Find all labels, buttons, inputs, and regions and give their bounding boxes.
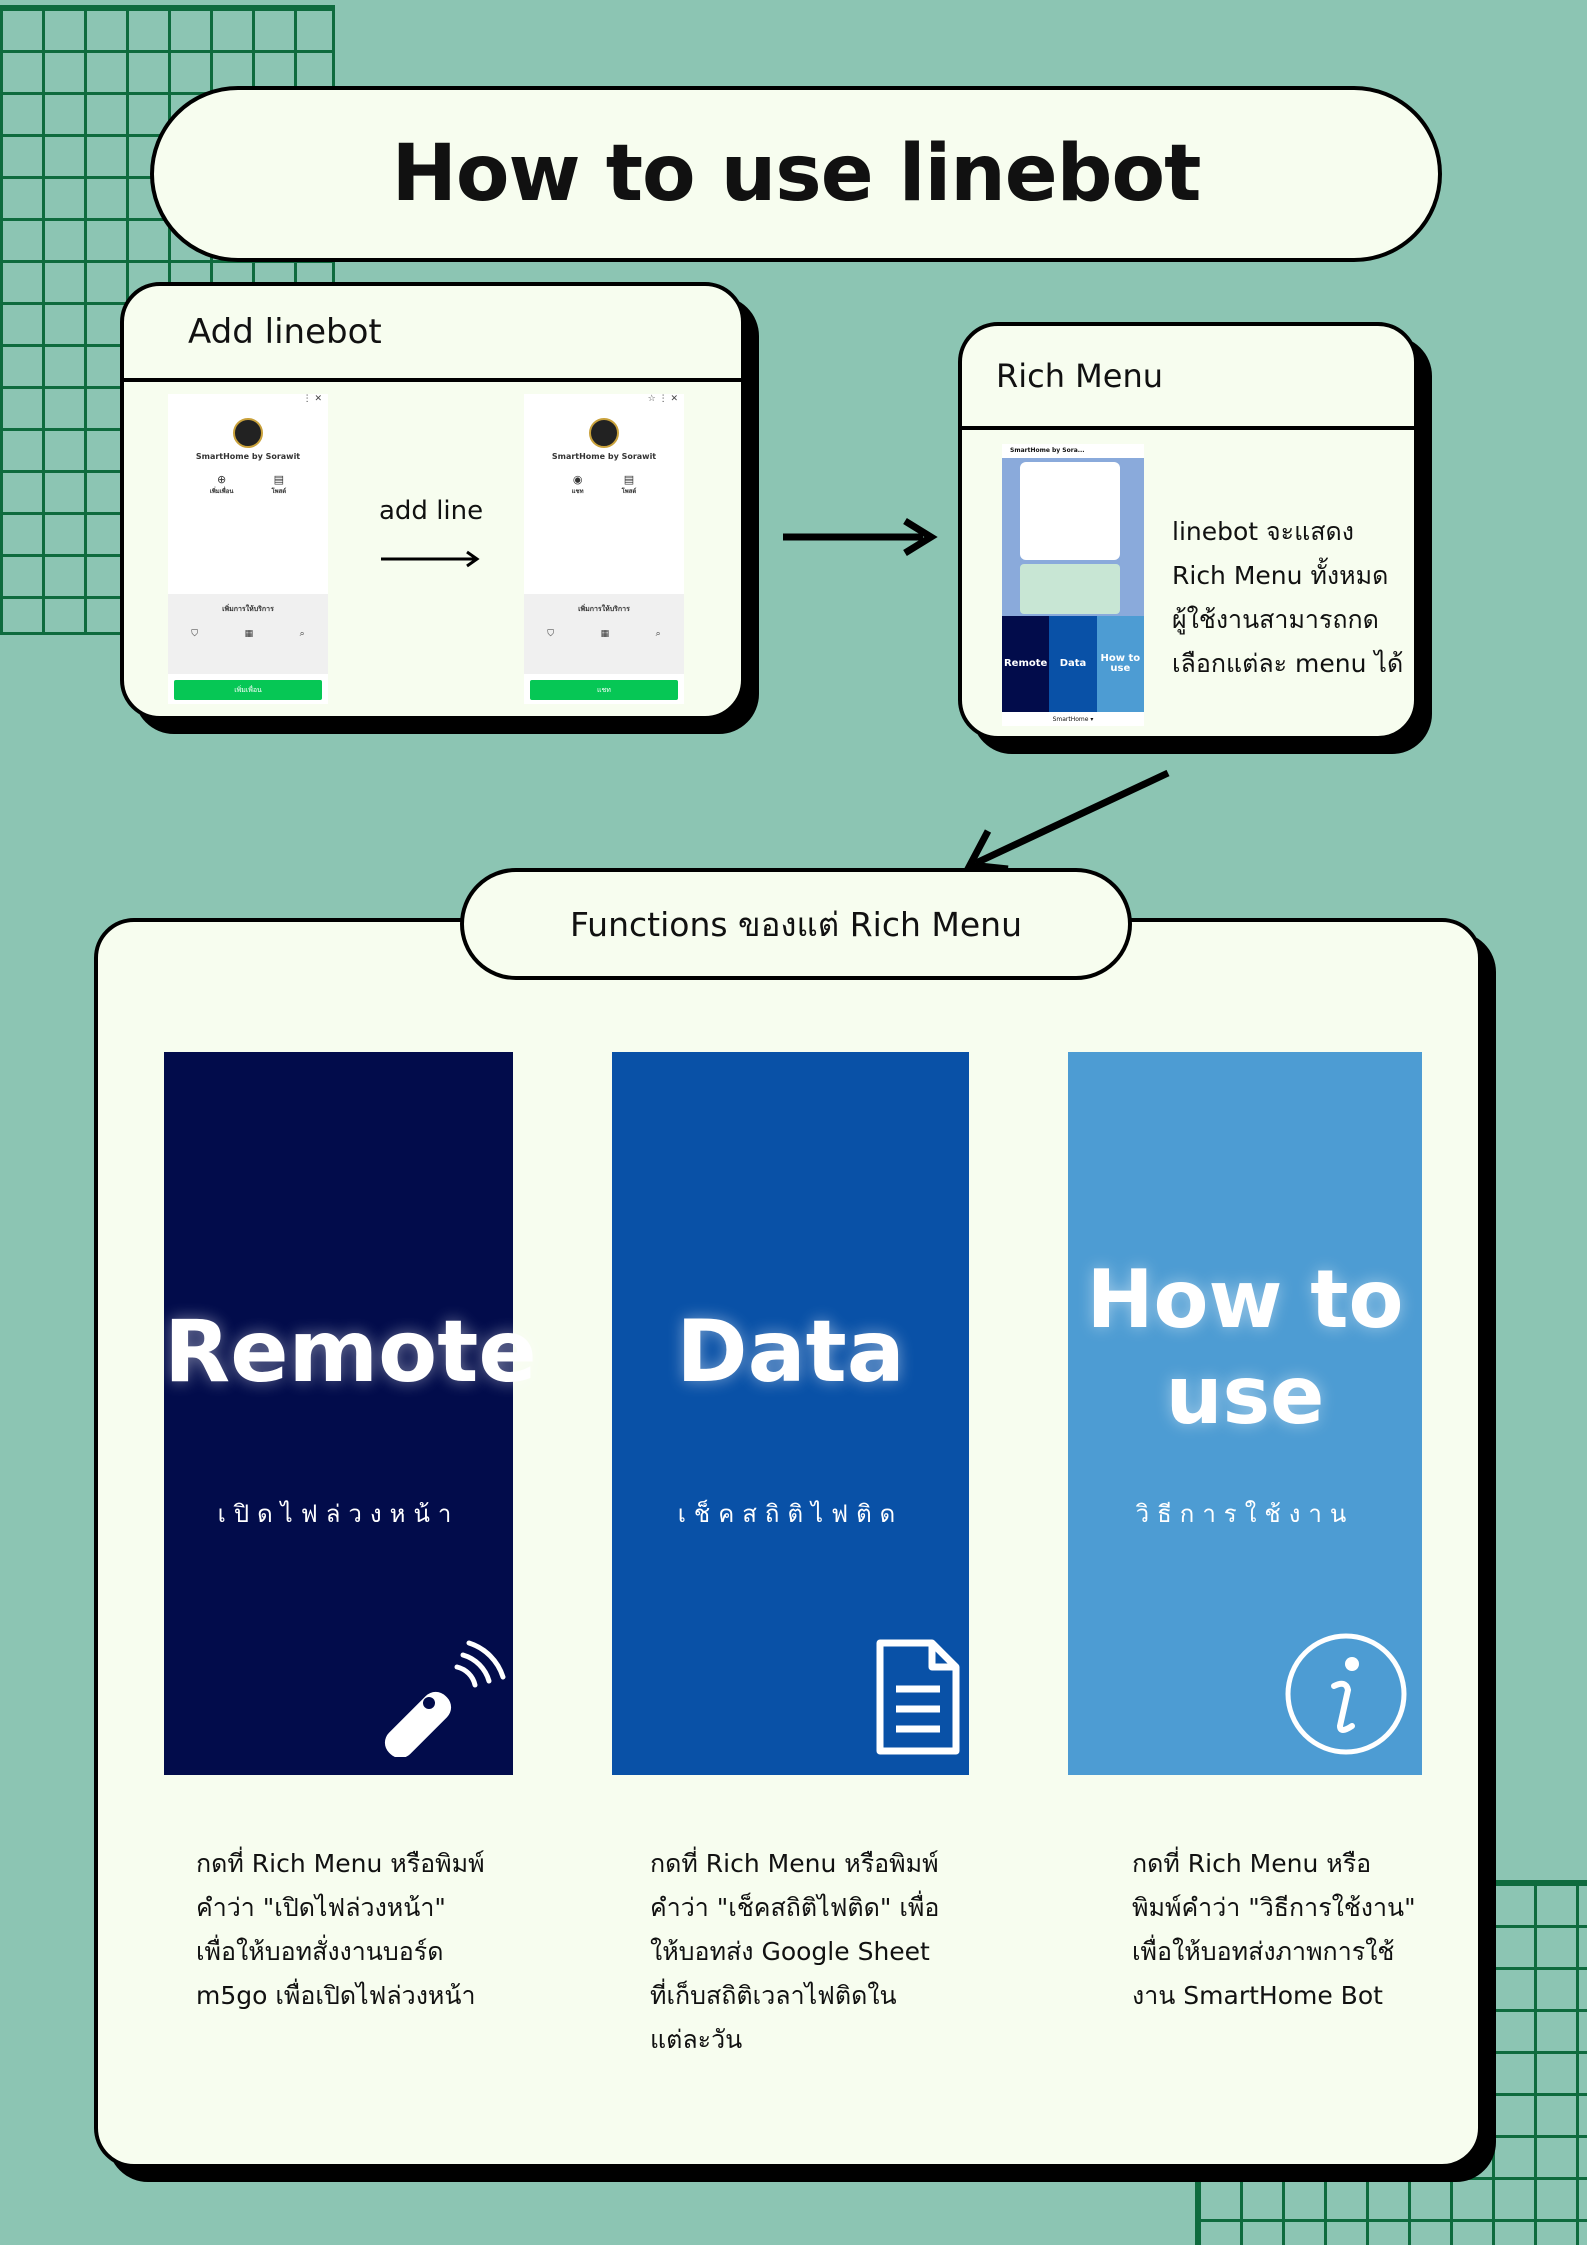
arrow-down-left-icon	[964, 769, 1170, 873]
howto-description: กดที่ Rich Menu หรือ พิมพ์คำว่า "วิธีการ…	[1132, 1842, 1432, 2018]
title-banner: How to use linebot	[150, 86, 1442, 262]
functions-label: Functions ของแต่ Rich Menu	[460, 868, 1132, 980]
remote-description: กดที่ Rich Menu หรือพิมพ์ คำว่า "เปิดไฟล…	[196, 1842, 536, 2018]
desc-line: กดที่ Rich Menu หรือพิมพ์	[196, 1849, 485, 1878]
chat-bubble	[1020, 462, 1120, 560]
rich-menu-tiles: Remote Data How to use	[1002, 616, 1144, 712]
services-icons: ⛉ ▦ ⌕	[168, 629, 328, 639]
rich-menu-panel: Rich Menu SmartHome by Sora... Remote Da…	[958, 322, 1418, 740]
arrow-right-icon	[381, 550, 480, 568]
rich-menu-header: Rich Menu	[962, 326, 1414, 430]
post-action[interactable]: ▤โพสต์	[271, 473, 287, 495]
howto-card-title: How to use	[1068, 1252, 1422, 1444]
howto-card: How to use วิธีการใช้งาน	[1068, 1052, 1422, 1775]
shield-icon: ⛉	[547, 629, 555, 639]
page-title: How to use linebot	[391, 129, 1202, 219]
chat-button[interactable]: แชท	[530, 680, 678, 700]
desc-line: คำว่า "เช็คสถิติไฟติด" เพื่อ	[650, 1893, 940, 1922]
desc-line: พิมพ์คำว่า "วิธีการใช้งาน"	[1132, 1893, 1416, 1922]
remote-card: Remote เปิดไฟล่วงหน้า	[164, 1052, 537, 1775]
post-icon: ▤	[273, 473, 285, 486]
data-card-title: Data	[676, 1302, 905, 1402]
desc-line: แต่ละวัน	[650, 2025, 743, 2054]
shield-icon: ⛉	[191, 629, 199, 639]
desc-line: งาน SmartHome Bot	[1132, 1981, 1383, 2010]
rich-desc-line: เลือกแต่ละ menu ได้	[1172, 649, 1404, 678]
remote-card-subtitle: เปิดไฟล่วงหน้า	[217, 1500, 460, 1528]
info-icon	[1285, 1633, 1407, 1755]
chat-area	[1002, 458, 1144, 616]
data-card-subtitle: เช็คสถิติไฟติด	[677, 1500, 904, 1528]
rich-menu-footer[interactable]: SmartHome ▾	[1052, 716, 1094, 723]
calendar-icon: ▦	[244, 629, 254, 639]
rich-desc-line: linebot จะแสดง	[1172, 517, 1354, 546]
add-linebot-header: Add linebot	[124, 286, 741, 382]
data-card: Data เช็คสถิติไฟติด	[612, 1052, 969, 1775]
services-title: เพิ่มการให้บริการ	[578, 605, 630, 613]
rich-tile-howto[interactable]: How to use	[1096, 616, 1144, 712]
avatar	[589, 418, 619, 448]
rich-tile-remote[interactable]: Remote	[1002, 616, 1050, 712]
profile-actions: ◉แชท ▤โพสต์	[524, 473, 684, 496]
rich-desc-line: Rich Menu ทั้งหมด	[1172, 561, 1389, 590]
desc-line: กดที่ Rich Menu หรือพิมพ์	[650, 1849, 939, 1878]
add-friend-action[interactable]: ⊕เพิ่มเพื่อน	[209, 473, 234, 495]
document-icon	[876, 1639, 960, 1755]
chat-icon: ◉	[572, 473, 583, 486]
add-line-label: add line	[379, 496, 484, 526]
close-icon: ⋮ ✕	[302, 394, 322, 404]
remote-icon	[384, 1640, 506, 1757]
services-title: เพิ่มการให้บริการ	[222, 605, 274, 613]
search-icon: ⌕	[299, 629, 305, 639]
profile-name: SmartHome by Sorawit	[195, 452, 301, 461]
chat-image	[1020, 564, 1120, 614]
post-action[interactable]: ▤โพสต์	[621, 473, 637, 495]
data-description: กดที่ Rich Menu หรือพิมพ์ คำว่า "เช็คสถิ…	[650, 1842, 980, 2062]
profile-name: SmartHome by Sorawit	[551, 452, 657, 461]
remote-card-title: Remote	[164, 1302, 537, 1402]
desc-line: ให้บอทส่ง Google Sheet	[650, 1937, 930, 1966]
rich-menu-phone-screenshot: SmartHome by Sora... Remote Data How to …	[1002, 444, 1144, 726]
post-icon: ▤	[623, 473, 635, 486]
rich-tile-data[interactable]: Data	[1049, 616, 1097, 712]
phone-screenshot-after: ☆ ⋮ ✕ SmartHome by Sorawit ◉แชท ▤โพสต์ เ…	[524, 394, 684, 704]
desc-line: m5go เพื่อเปิดไฟล่วงหน้า	[196, 1981, 476, 2010]
desc-line: กดที่ Rich Menu หรือ	[1132, 1849, 1372, 1878]
phone-screenshot-before: ⋮ ✕ SmartHome by Sorawit ⊕เพิ่มเพื่อน ▤โ…	[168, 394, 328, 704]
rich-menu-description: linebot จะแสดง Rich Menu ทั้งหมด ผู้ใช้ง…	[1172, 510, 1412, 686]
close-icon: ☆ ⋮ ✕	[647, 394, 678, 404]
chat-title: SmartHome by Sora...	[1010, 447, 1085, 454]
add-friend-icon: ⊕	[217, 473, 227, 486]
howto-title-line: use	[1165, 1349, 1325, 1442]
services-panel: เพิ่มการให้บริการ ⛉ ▦ ⌕	[524, 594, 684, 674]
desc-line: คำว่า "เปิดไฟล่วงหน้า"	[196, 1893, 446, 1922]
desc-line: ที่เก็บสถิติเวลาไฟติดใน	[650, 1981, 897, 2010]
chat-action[interactable]: ◉แชท	[571, 473, 584, 495]
howto-title-line: How to	[1086, 1253, 1404, 1346]
profile-actions: ⊕เพิ่มเพื่อน ▤โพสต์	[168, 473, 328, 496]
services-panel: เพิ่มการให้บริการ ⛉ ▦ ⌕	[168, 594, 328, 674]
add-friend-button[interactable]: เพิ่มเพื่อน	[174, 680, 322, 700]
howto-card-subtitle: วิธีการใช้งาน	[1135, 1500, 1355, 1528]
arrow-right-icon	[783, 518, 938, 556]
rich-desc-line: ผู้ใช้งานสามารถกด	[1172, 605, 1379, 634]
services-icons: ⛉ ▦ ⌕	[524, 629, 684, 639]
calendar-icon: ▦	[600, 629, 610, 639]
avatar	[233, 418, 263, 448]
search-icon: ⌕	[655, 629, 661, 639]
desc-line: เพื่อให้บอทส่งภาพการใช้	[1132, 1937, 1395, 1966]
desc-line: เพื่อให้บอทสั่งงานบอร์ด	[196, 1937, 444, 1966]
add-linebot-panel: Add linebot ⋮ ✕ SmartHome by Sorawit ⊕เพ…	[120, 282, 745, 720]
